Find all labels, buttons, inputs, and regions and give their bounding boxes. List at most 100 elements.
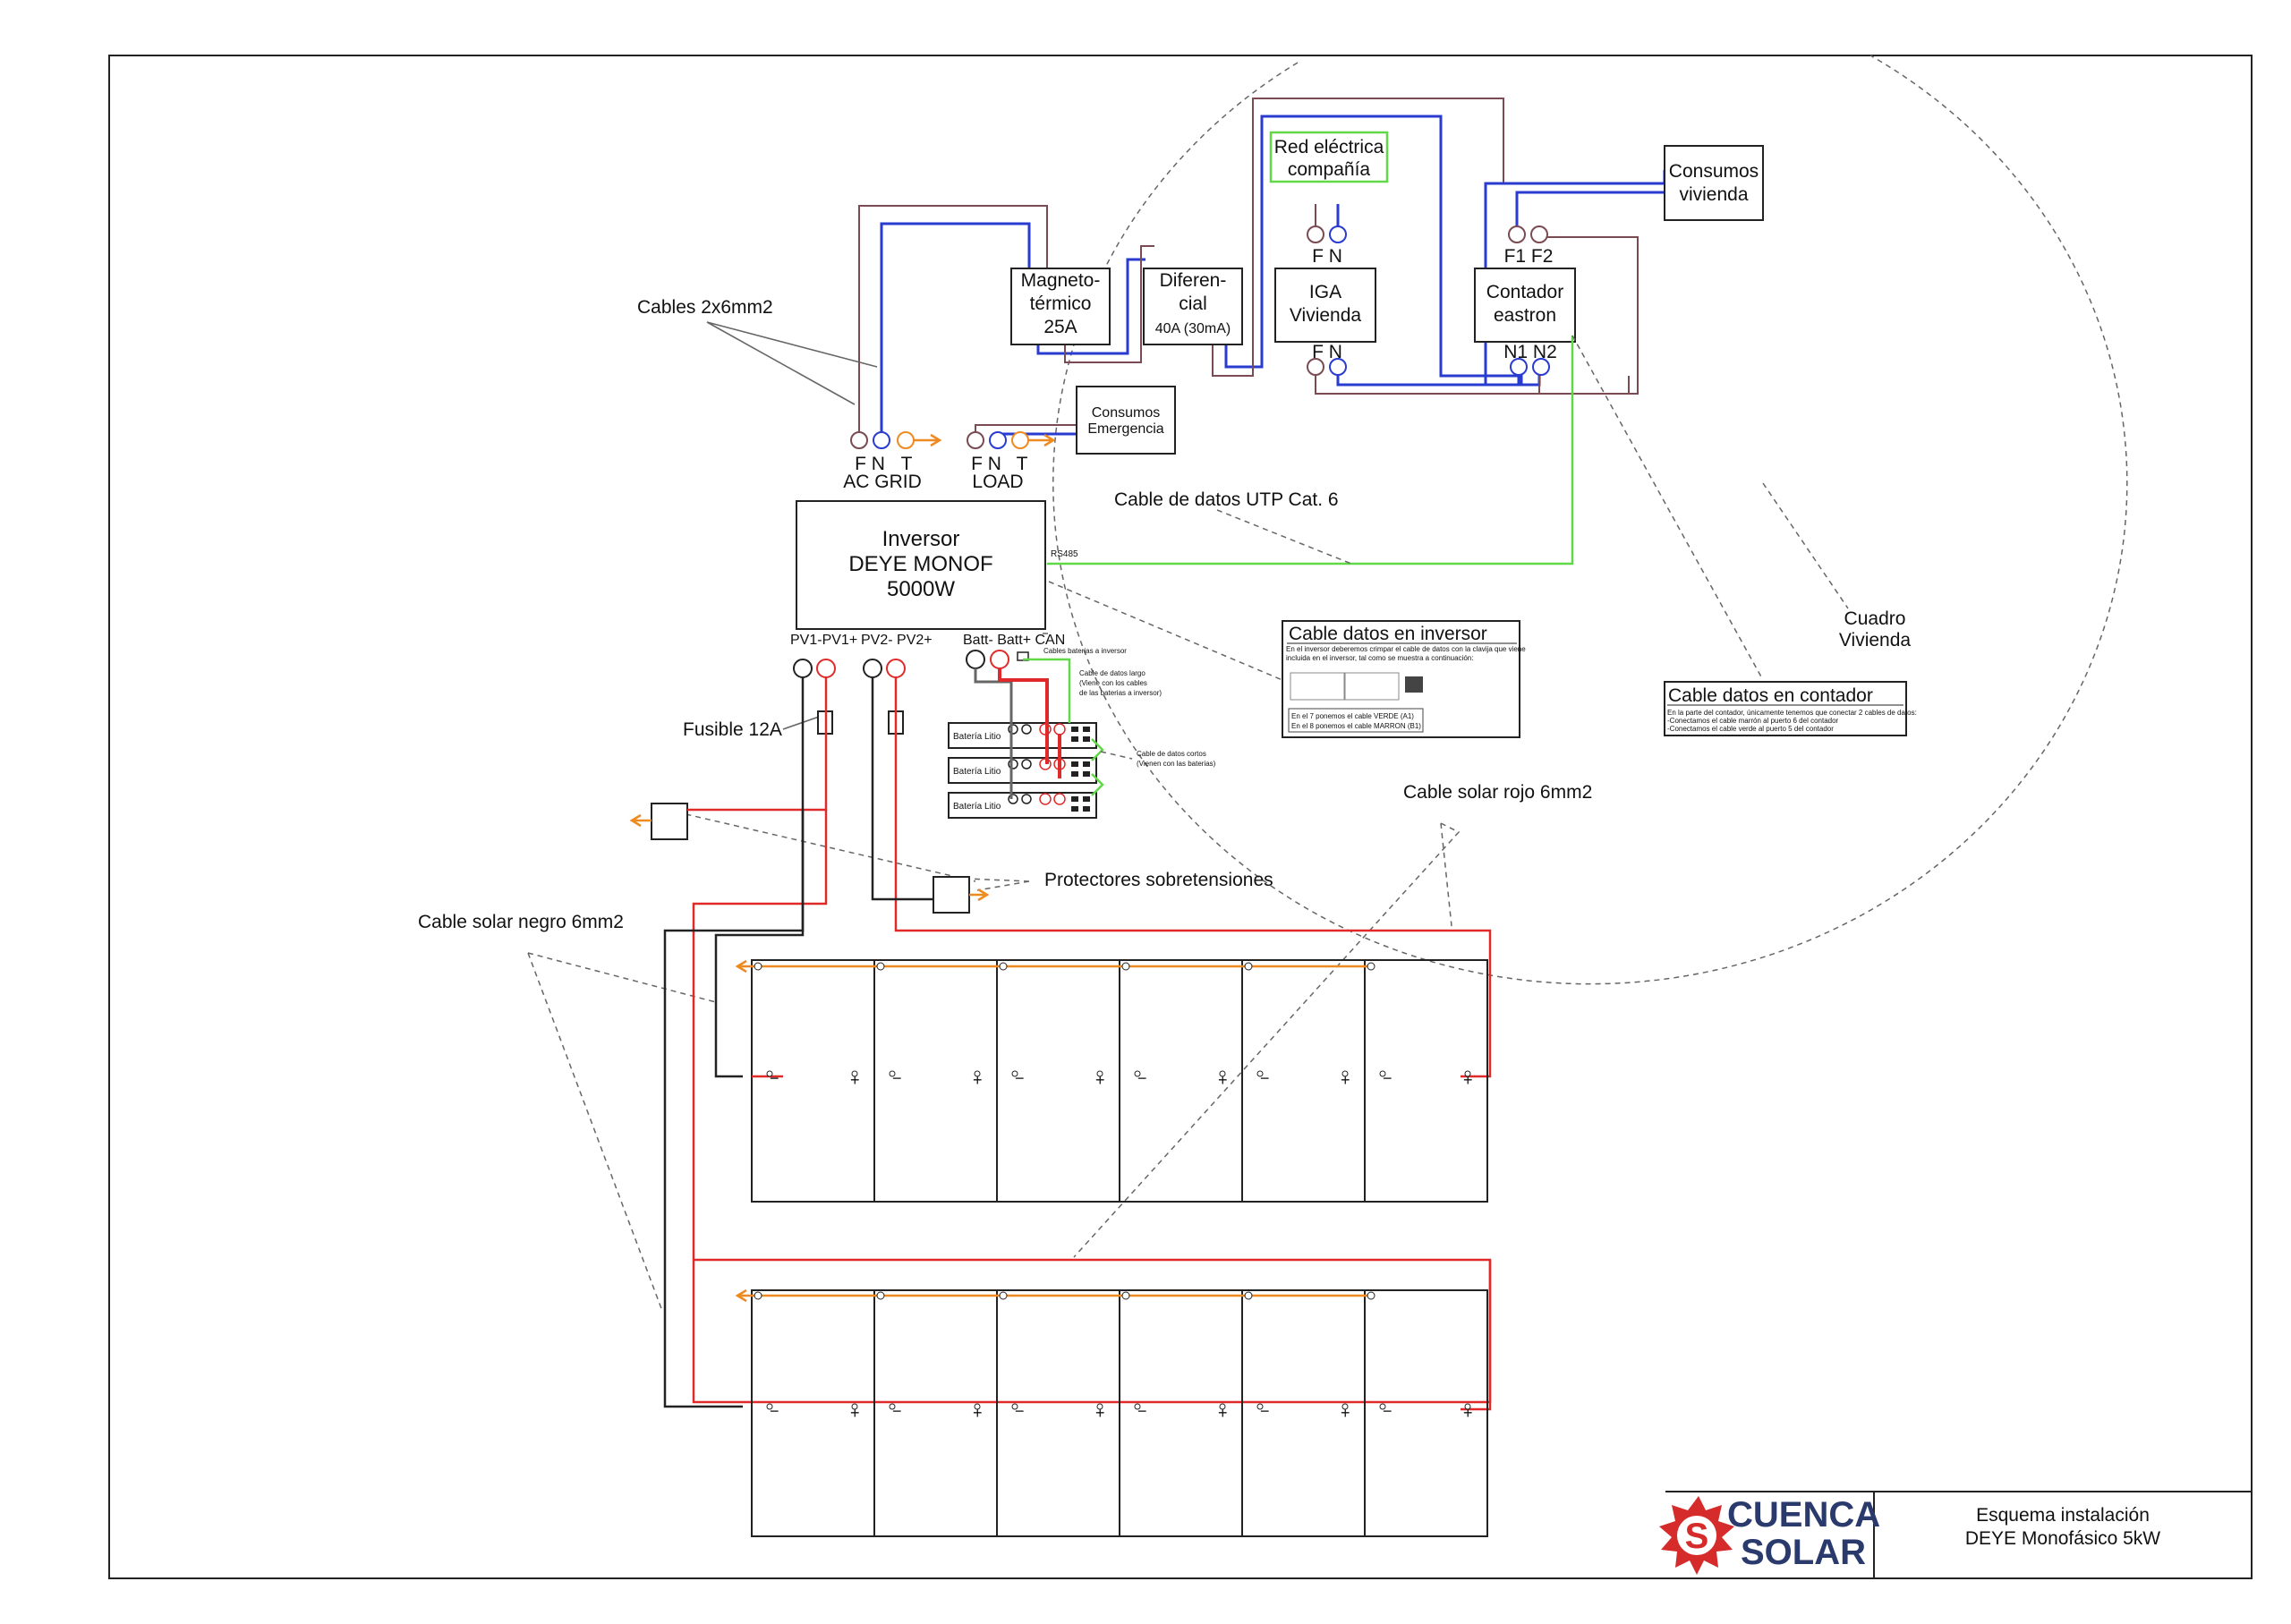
svg-text:S: S [1685,1517,1709,1556]
iga-line2: Vivienda [1290,305,1361,326]
panel-minus-terminal [1256,1403,1264,1410]
panel-minus-terminal [1134,1403,1141,1410]
note-inversor-title: Cable datos en inversor [1289,624,1487,644]
leader-lines [527,321,1849,1312]
magnetotermico: Magneto- térmico 25A [1010,268,1111,345]
consumos-vivienda: Consumos vivienda [1664,145,1764,221]
panel-top-marker [999,962,1008,971]
panel-plus-terminal [1219,1403,1226,1410]
panel-top-marker [1367,1291,1375,1300]
note-inversor-line2: En el 8 ponemos el cable MARRON (B1) [1291,722,1421,730]
panel-plus-terminal [851,1070,858,1077]
wire-f1-vivienda [1515,191,1665,234]
consumos-emergencia-line1: Consumos [1092,405,1160,421]
iga-line1: IGA [1309,282,1341,302]
grid-box-line1: Red eléctrica [1274,137,1384,157]
datos-cortos-2: (Vienen con las baterias) [1137,760,1216,768]
panel-plus-symbol: + [850,1071,860,1089]
panel-plus-terminal [851,1403,858,1410]
title-line1: Esquema instalación [1976,1505,2150,1526]
terminal-load-t [1011,431,1029,449]
load-t-label: T [1017,454,1028,474]
battery-3-label: Batería Litio [953,802,1001,812]
ac-grid-label: AC GRID [843,472,922,492]
iga-bottom-fn: F N [1312,342,1342,362]
datos-largo-1: Cable de datos largo [1079,669,1146,677]
pv-dc-wiring [663,677,1492,1411]
panel-top-marker [1244,1291,1253,1300]
panel-top-marker [876,1291,885,1300]
panel-plus-symbol: + [1463,1071,1473,1089]
terminal-grid-n [873,431,890,449]
panel-plus-symbol: + [1095,1071,1105,1089]
grid-fn-label: F N [855,454,885,474]
battery-bank: Batería Litio Batería Litio Batería Liti… [948,647,1216,819]
fusible-label: Fusible 12A [683,719,782,740]
title-block: Esquema instalación DEYE Monofásico 5kW … [1659,1491,2252,1578]
wire-grid-neutral [880,222,1031,440]
panel-top-marker [999,1291,1008,1300]
cuadro-label-1: Cuadro [1844,608,1906,629]
battery-1-label: Batería Litio [953,732,1001,742]
panel-terminal-symbols: −+−+−+−+−+−+−+−+−+−+−+−+ [754,962,1473,1422]
panel-top-marker [1121,962,1130,971]
dc-terminals: PV1-PV1+ PV2- PV2+ Batt- Batt+ CAN [790,633,1065,678]
contador-line2: eastron [1494,305,1556,326]
note-inversor-line1: En el 7 ponemos el cable VERDE (A1) [1291,712,1414,720]
iga-vivienda: IGA Vivienda [1274,268,1376,343]
note-contador-text3: -Conectamos el cable verde al puerto 5 d… [1667,725,1834,733]
terminal-grid-t [897,431,915,449]
wire-mag-dif-phase [1064,245,1154,363]
inverter-line1: Inversor [882,527,960,551]
cuenca-solar-logo: S CUENCA SOLAR [1659,1495,1880,1575]
terminal-load-n [989,431,1007,449]
note-inversor-text2: incluida en el inversor, tal como se mue… [1286,654,1473,662]
iga-top-fn: F N [1312,246,1342,267]
magnetotermico-line1: Magneto- [1021,270,1101,291]
logo-line2: SOLAR [1741,1533,1866,1572]
battery-2-label: Batería Litio [953,767,1001,777]
load-fn-label: F N [971,454,1001,474]
note-cable-datos-inversor: Cable datos en inversor En el inversor d… [1282,620,1526,738]
datos-cortos-1: Cable de datos cortos [1137,750,1206,758]
panel-plus-symbol: + [1218,1404,1228,1422]
panel-minus-symbol: − [1015,1402,1025,1420]
inverter-line2: DEYE MONOF [848,552,992,576]
panel-plus-terminal [1341,1403,1349,1410]
contador-f1f2: F1 F2 [1504,246,1554,267]
connector-pinout-image [1290,672,1345,701]
note-contador-title: Cable datos en contador [1668,685,1873,706]
datos-largo-3: de las baterias a inversor) [1079,689,1162,697]
terminals-cuadro: F N F N F1 F2 N1 N2 [1307,225,1557,376]
consumos-vivienda-line1: Consumos [1669,161,1759,182]
magnetotermico-line2: térmico [1030,293,1092,314]
panel-plus-terminal [1219,1070,1226,1077]
panel-top-marker [1367,962,1375,971]
panel-minus-symbol: − [770,1069,779,1087]
panel-minus-symbol: − [1383,1402,1392,1420]
contador-n1n2: N1 N2 [1503,342,1557,362]
panel-plus-symbol: + [850,1404,860,1422]
panel-top-marker [754,1291,762,1300]
panel-minus-terminal [1379,1403,1386,1410]
pv2-label: PV2- PV2+ [861,633,933,648]
surge-protector-1-earth [629,813,652,828]
diferencial-line1: Diferen- [1160,270,1227,291]
wire-mag-dif-neutral [1036,258,1146,355]
panel-minus-terminal [766,1070,773,1077]
contador-line1: Contador [1486,282,1563,302]
panel-minus-terminal [1011,1070,1018,1077]
cables-2x6-label: Cables 2x6mm2 [637,297,773,318]
rs485-label: RS485 [1051,549,1078,559]
panel-minus-symbol: − [892,1069,902,1087]
diferencial-line2: cial [1179,293,1207,314]
diferencial-line3: 40A (30mA) [1155,321,1231,336]
panel-minus-terminal [889,1070,896,1077]
utp-label: Cable de datos UTP Cat. 6 [1114,489,1339,510]
utp-data-cable [1047,336,1574,565]
panel-plus-symbol: + [973,1071,983,1089]
panel-minus-terminal [1134,1070,1141,1077]
panel-minus-terminal [1379,1070,1386,1077]
panel-plus-terminal [974,1403,981,1410]
wire-grid-phase [858,205,1048,440]
